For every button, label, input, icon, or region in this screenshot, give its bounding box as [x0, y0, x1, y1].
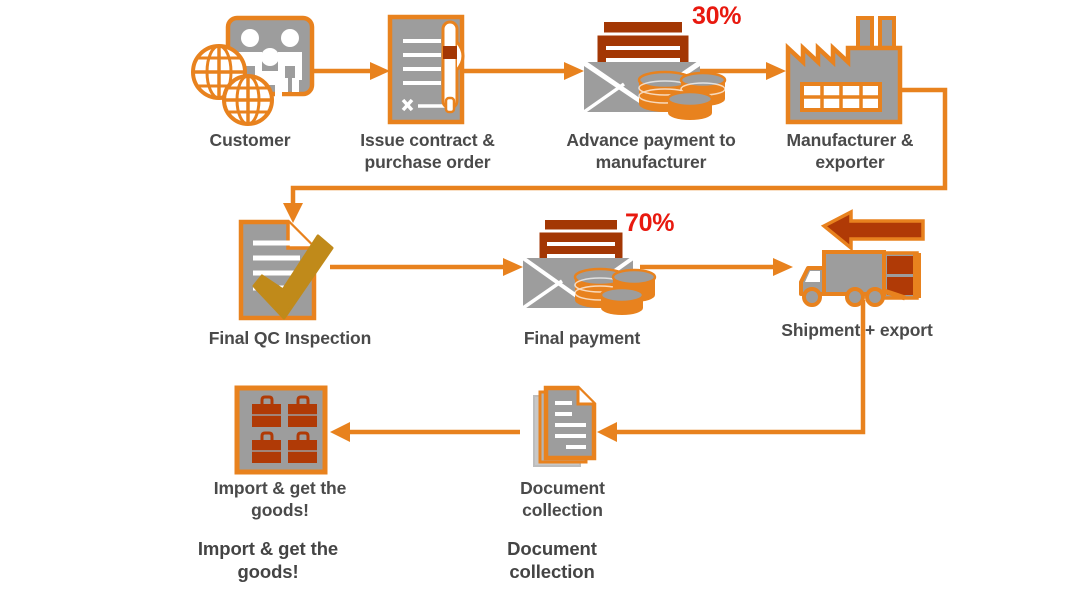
truck-forklift-icon: [799, 209, 925, 307]
document-check-icon: [238, 219, 334, 321]
envelope-money-icon: [582, 22, 727, 120]
connectors-layer: [283, 62, 948, 442]
label-import-goods: Import & get the goods!: [213, 478, 347, 520]
connector-customer-to-contract: [310, 62, 390, 80]
factory-icon: [785, 16, 903, 125]
contract-pen-icon: [387, 14, 465, 125]
suitcases-grid-icon: [234, 385, 328, 475]
connector-final-payment-to-shipment: [640, 258, 793, 276]
document-stack-icon: [533, 385, 597, 467]
label-document-collection: Document collection: [520, 478, 605, 520]
label-customer: Customer: [209, 130, 291, 150]
connector-qc-to-final-payment: [330, 258, 523, 276]
label-import-goods-duplicate: Import & get the goods!: [197, 538, 339, 583]
label-issue-contract: Issue contract & purchase order: [360, 130, 495, 172]
label-manufacturer: Manufacturer & exporter: [786, 130, 914, 172]
envelope-money-icon-2: [521, 220, 657, 315]
label-advance-payment: Advance payment to manufacturer: [566, 130, 736, 172]
badge-advance-percent: 30%: [692, 2, 742, 30]
connector-contract-to-advance: [462, 62, 584, 80]
label-final-qc: Final QC Inspection: [208, 328, 372, 348]
connector-shipment-to-documents: [597, 300, 866, 442]
connector-manufacturer-to-qc: [283, 87, 948, 223]
connector-advance-to-manufacturer: [700, 62, 786, 80]
label-document-collection-duplicate: Document collection: [507, 538, 597, 583]
label-final-payment: Final payment: [523, 328, 641, 348]
label-shipment-export: Shipment + export: [781, 320, 933, 340]
connector-documents-to-import: [330, 422, 520, 442]
people-globe-icon: [191, 15, 315, 126]
badge-final-percent: 70%: [625, 209, 675, 237]
